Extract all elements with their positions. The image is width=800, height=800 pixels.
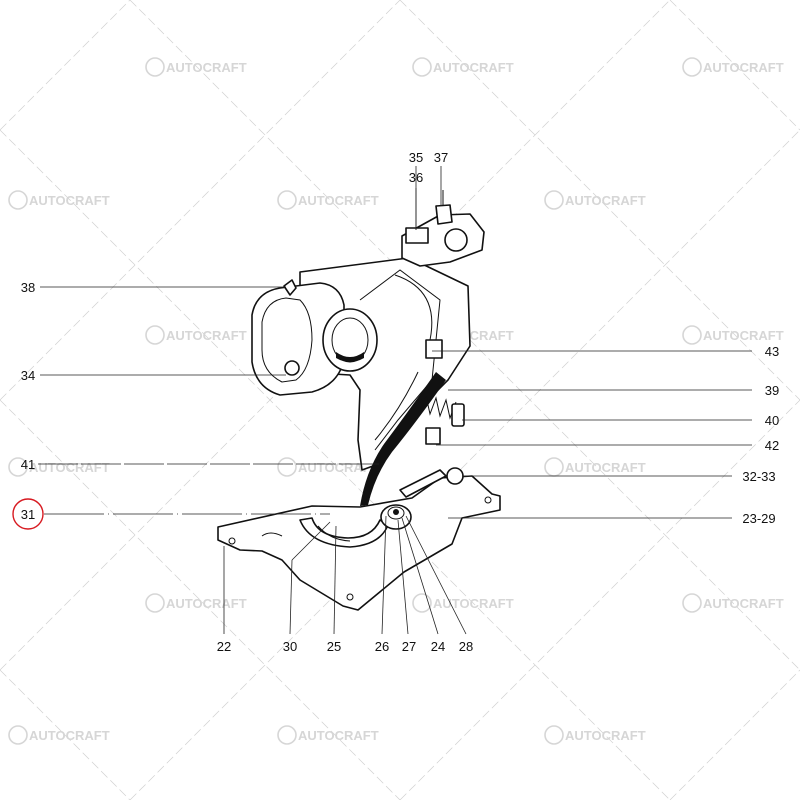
svg-text:AUTOCRAFT: AUTOCRAFT [565, 460, 646, 475]
plate-slot [261, 532, 283, 537]
callout-42[interactable]: 42 [765, 438, 779, 453]
watermark-logo: AUTOCRAFT [277, 190, 379, 210]
pedal-lever-edge [374, 371, 419, 441]
watermark-logo: AUTOCRAFT [8, 725, 110, 745]
plate-hole [228, 537, 236, 545]
highlight-circle [12, 498, 44, 530]
watermark-logo: AUTOCRAFT [412, 57, 514, 77]
linkage-rod [399, 469, 447, 498]
callout-34[interactable]: 34 [21, 368, 35, 383]
linkage-nut [446, 467, 464, 485]
callout-25[interactable]: 25 [327, 639, 341, 654]
svg-text:AUTOCRAFT: AUTOCRAFT [703, 60, 784, 75]
pedal-cam-detail [317, 525, 351, 542]
svg-text:AUTOCRAFT: AUTOCRAFT [166, 596, 247, 611]
svg-text:AUTOCRAFT: AUTOCRAFT [298, 193, 379, 208]
callout-35[interactable]: 35 [409, 150, 423, 165]
callout-38[interactable]: 38 [21, 280, 35, 295]
plate-hole [484, 496, 492, 504]
watermark-logo: AUTOCRAFT [145, 593, 247, 613]
watermark-logo: AUTOCRAFT [544, 457, 646, 477]
callout-27[interactable]: 27 [402, 639, 416, 654]
callout-32-33[interactable]: 32-33 [742, 469, 775, 484]
callout-22[interactable]: 22 [217, 639, 231, 654]
callout-31[interactable]: 31 [21, 507, 35, 522]
bracket-rib [394, 274, 433, 341]
callout-36[interactable]: 36 [409, 170, 423, 185]
svg-text:AUTOCRAFT: AUTOCRAFT [29, 728, 110, 743]
svg-text:AUTOCRAFT: AUTOCRAFT [298, 728, 379, 743]
watermark-logo: AUTOCRAFT [544, 725, 646, 745]
svg-text:AUTOCRAFT: AUTOCRAFT [166, 328, 247, 343]
leader-lines [38, 166, 752, 635]
watermark-logo: AUTOCRAFT [682, 593, 784, 613]
callout-43[interactable]: 43 [765, 344, 779, 359]
lock-nut [425, 427, 441, 445]
watermark-logo: AUTOCRAFT [145, 57, 247, 77]
bore-shadow [336, 352, 364, 362]
callout-23-29[interactable]: 23-29 [742, 511, 775, 526]
svg-text:AUTOCRAFT: AUTOCRAFT [703, 328, 784, 343]
pivot-bolt [284, 360, 300, 376]
callout-40[interactable]: 40 [765, 413, 779, 428]
callout-24[interactable]: 24 [431, 639, 445, 654]
watermark-logo: AUTOCRAFT [8, 190, 110, 210]
watermark-logo: AUTOCRAFT [145, 325, 247, 345]
svg-text:AUTOCRAFT: AUTOCRAFT [433, 60, 514, 75]
svg-text:AUTOCRAFT: AUTOCRAFT [433, 596, 514, 611]
callout-30[interactable]: 30 [283, 639, 297, 654]
watermark-logo: AUTOCRAFT [277, 725, 379, 745]
svg-text:AUTOCRAFT: AUTOCRAFT [565, 728, 646, 743]
lever-housing-face [261, 297, 313, 383]
return-spring [419, 395, 457, 420]
watermark-logo: AUTOCRAFT [412, 593, 514, 613]
callout-37[interactable]: 37 [434, 150, 448, 165]
clamp-nut [405, 227, 429, 244]
accelerator-pedal-assembly [217, 190, 501, 611]
svg-text:AUTOCRAFT: AUTOCRAFT [703, 596, 784, 611]
adjusting-bolt-head [451, 403, 465, 427]
callout-26[interactable]: 26 [375, 639, 389, 654]
watermark-logo: AUTOCRAFT [682, 325, 784, 345]
watermark-group: AUTOCRAFT AUTOCRAFT AUTOCRAFT AUTOCRAFT … [8, 57, 784, 745]
pedal-lever [360, 372, 446, 506]
callout-41[interactable]: 41 [21, 457, 35, 472]
pivot-washer [387, 506, 405, 520]
callout-28[interactable]: 28 [459, 639, 473, 654]
clamp-bore [444, 228, 468, 252]
cotter-pin [283, 279, 297, 296]
stop-screw [425, 339, 443, 359]
svg-text:AUTOCRAFT: AUTOCRAFT [29, 460, 110, 475]
watermark-logo: AUTOCRAFT [682, 57, 784, 77]
callout-39[interactable]: 39 [765, 383, 779, 398]
plate-hole [346, 593, 354, 601]
watermark-logo: AUTOCRAFT [544, 190, 646, 210]
pivot-pin [393, 509, 399, 515]
svg-text:AUTOCRAFT: AUTOCRAFT [166, 60, 247, 75]
clamp-screw [435, 204, 453, 225]
svg-text:AUTOCRAFT: AUTOCRAFT [29, 193, 110, 208]
callout-labels[interactable]: 35 37 36 38 34 43 39 40 42 41 32-33 31 2… [21, 150, 779, 654]
svg-text:AUTOCRAFT: AUTOCRAFT [565, 193, 646, 208]
